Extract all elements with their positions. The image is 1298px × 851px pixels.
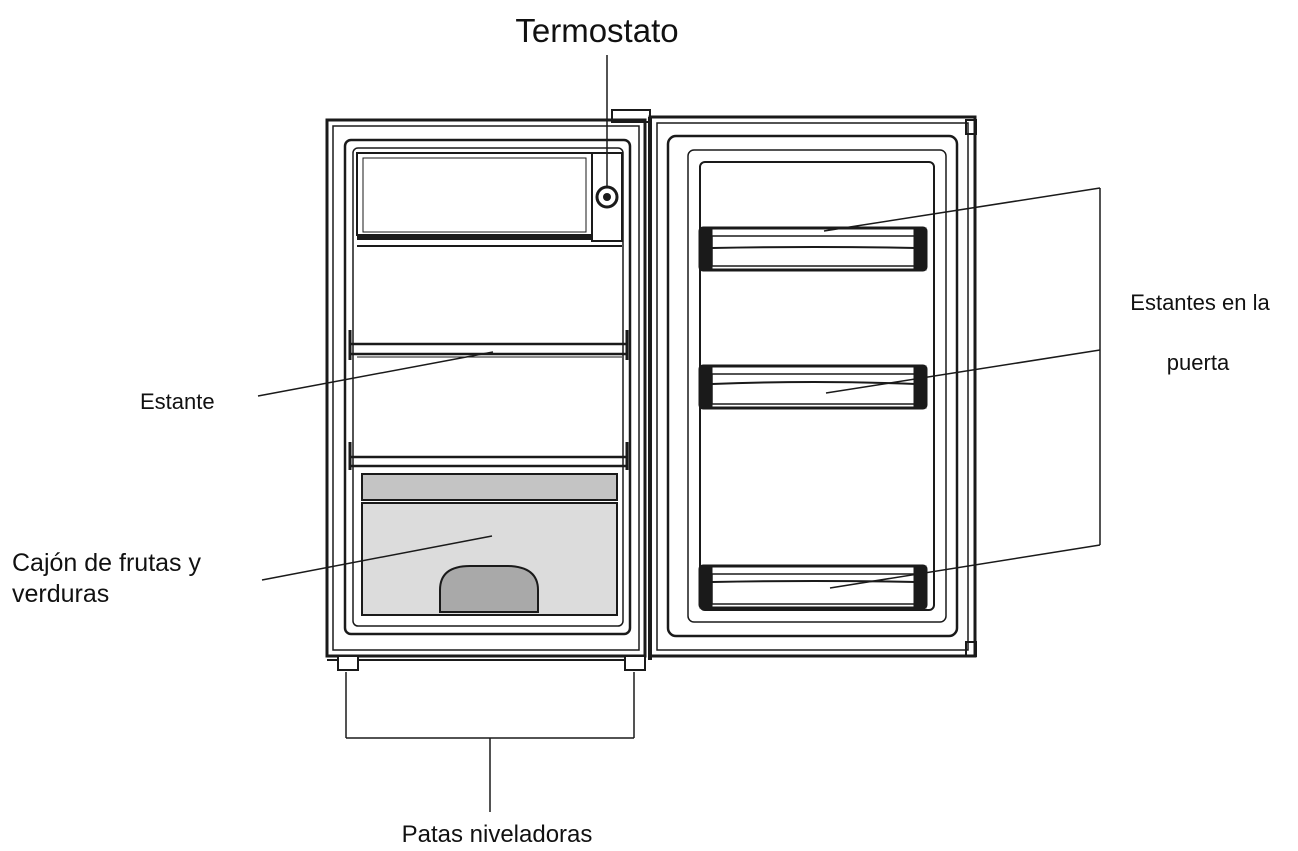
callout-lines xyxy=(257,55,1101,812)
door-shelves-leader xyxy=(823,187,1101,589)
refrigerator-door xyxy=(648,115,977,660)
crisper-drawer xyxy=(361,473,618,616)
refrigerator-cabinet xyxy=(325,109,651,661)
leveling-foot-right xyxy=(624,655,646,671)
door-shelf-middle xyxy=(698,364,928,410)
crisper-cover-shelf xyxy=(348,455,629,468)
leveling-feet xyxy=(337,655,646,671)
freezer-compartment xyxy=(356,152,593,240)
crisper-handle xyxy=(439,565,539,613)
crisper-label-line1: Cajón de frutas y xyxy=(12,549,201,577)
door-shelf-top xyxy=(698,226,928,272)
crisper-leader xyxy=(261,535,493,581)
door-shelves-label-line1: Estantes en la xyxy=(1130,290,1270,315)
thermostat-label: Termostato xyxy=(515,12,678,49)
crisper-label-line2: verduras xyxy=(12,580,109,608)
cabinet-shelves xyxy=(348,245,629,470)
door-shelf-bottom xyxy=(698,564,928,610)
shelf-leader xyxy=(257,351,494,397)
shelf-label: Estante xyxy=(140,389,215,414)
door-shelves xyxy=(698,226,928,610)
leveling-feet-label: Patas niveladoras xyxy=(402,821,593,848)
leveling-foot-left xyxy=(337,655,359,671)
door-shelves-label-line2: puerta xyxy=(1167,350,1230,375)
leveling-feet-leader xyxy=(345,672,635,812)
